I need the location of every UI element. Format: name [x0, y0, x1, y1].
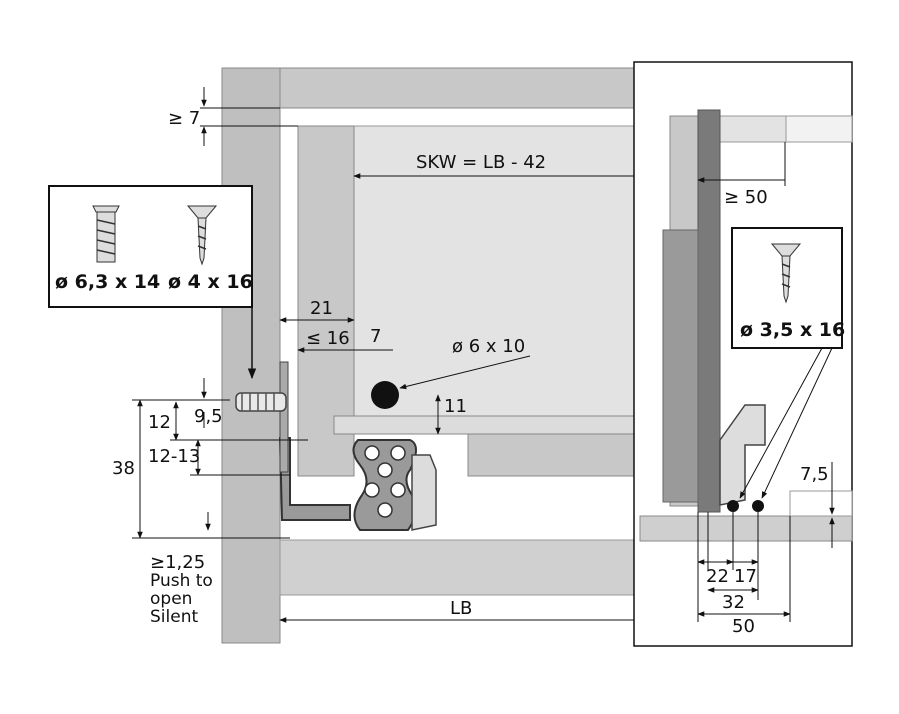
- dim-22-label: 22: [706, 566, 729, 587]
- screw-icon-right: [770, 243, 802, 304]
- drawer-bottom-block: [467, 433, 635, 477]
- dim-50-top-label: ≥ 50: [724, 187, 768, 208]
- screw-icon-large: [92, 205, 120, 263]
- wall-bracket: [279, 361, 289, 473]
- screw-icon-small: [186, 205, 218, 266]
- callout-line-right-b: [761, 347, 833, 499]
- runner-locking-device: [411, 454, 437, 531]
- dim-skw-label: SKW = LB - 42: [416, 152, 546, 173]
- drawer-interior-panel: [353, 125, 635, 417]
- right-bottom-panel: [639, 515, 853, 542]
- cabinet-side-wall: [221, 67, 281, 644]
- callout-line-right-a: [739, 347, 823, 499]
- runner-balls: [364, 445, 406, 518]
- dim-12-13-label: 12-13: [148, 446, 200, 467]
- drawer-bottom-panel: [333, 415, 635, 435]
- dim-12-label: 12: [148, 412, 171, 433]
- hole-callout-line: [399, 355, 531, 390]
- dim-gap-top-label: ≥ 7: [168, 108, 200, 129]
- right-screw-hole-a: [727, 500, 739, 512]
- dim-38-label: 38: [112, 458, 135, 479]
- cabinet-top-panel: [279, 67, 635, 109]
- dim-1-25-label: ≥1,25: [150, 552, 205, 573]
- mounting-screw-horizontal: [235, 392, 287, 412]
- drill-hole-marker: [371, 381, 399, 409]
- dim-gap-top: [200, 87, 298, 146]
- push-to-open-line2: open: [150, 589, 192, 609]
- right-runner-bracket: [719, 404, 766, 506]
- dim-11-label: 11: [444, 396, 467, 417]
- dim-50-bottom-label: 50: [732, 616, 755, 637]
- dim-lb-label: LB: [450, 598, 472, 619]
- dim-7-label: 7: [370, 326, 381, 347]
- cabinet-bottom-panel: [279, 539, 635, 596]
- screw-callout-box-left: [48, 185, 253, 308]
- dim-32-label: 32: [722, 592, 745, 613]
- hole-label: ø 6 x 10: [452, 336, 525, 357]
- screw-label-small: ø 4 x 16: [168, 271, 253, 293]
- push-to-open-line1: Push to: [150, 571, 213, 591]
- dim-21-label: 21: [310, 298, 333, 319]
- dim-16-label: ≤ 16: [306, 328, 350, 349]
- screw-label-right: ø 3,5 x 16: [740, 319, 845, 341]
- right-front-dark: [697, 109, 721, 513]
- right-ledge: [789, 490, 853, 517]
- dim-left-verticals: [132, 378, 308, 539]
- push-to-open-line3: Silent: [150, 607, 198, 627]
- runner-mechanism: [352, 439, 418, 531]
- dim-right-bottom: [697, 512, 791, 622]
- right-cabinet-panel-b: [785, 115, 853, 143]
- screw-label-large: ø 6,3 x 14: [55, 271, 160, 293]
- dim-7-5-label: 7,5: [800, 464, 829, 485]
- right-screw-hole-b: [752, 500, 764, 512]
- right-side-dark: [662, 229, 699, 503]
- dim-9-5-label: 9,5: [194, 406, 223, 427]
- dim-17-label: 17: [734, 566, 757, 587]
